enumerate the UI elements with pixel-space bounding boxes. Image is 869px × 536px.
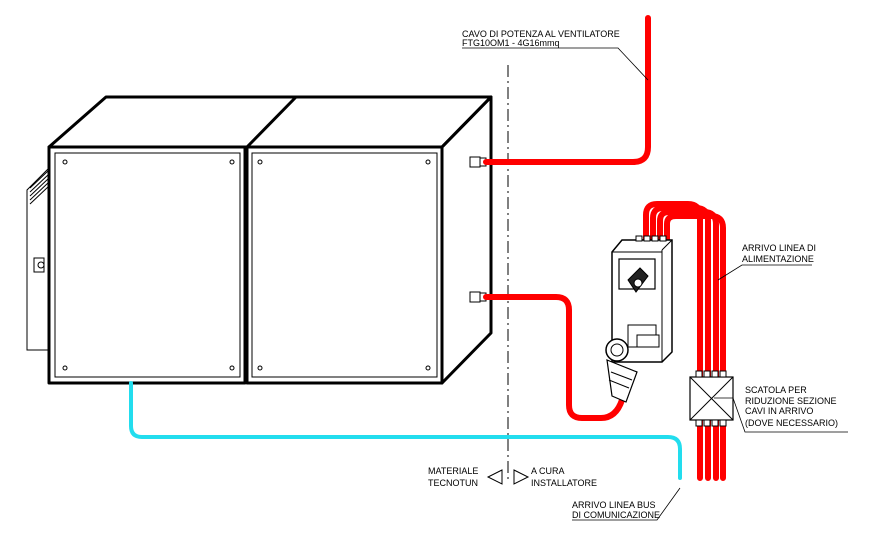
fan-power-cable [483,15,651,165]
door-lock-icon [33,257,45,273]
box-label-line1: SCATOLA PER [745,385,807,395]
switch-power-cable [483,294,625,421]
box-label-line3: CAVI IN ARRIVO [745,406,813,416]
bus-label-line1: ARRIVO LINEA BUS [572,500,656,510]
bus-label-line2: DI COMUNICAZIONE [572,510,660,520]
bus-leader [572,487,681,521]
electrical-cabinet [26,95,493,385]
material-label: MATERIALE TECNOTUN [428,466,478,488]
incoming-supply-cables [643,201,726,481]
reduction-junction-box [689,370,734,427]
supply-leader [717,264,812,281]
box-label-line2: RIDUZIONE SEZIONE [745,396,837,406]
arrow-left-icon [486,469,503,485]
door-screws [62,159,431,371]
material-label-line1: MATERIALE [428,466,478,476]
bus-label: ARRIVO LINEA BUS DI COMUNICAZIONE [572,500,660,520]
right-door-inner-frame [251,152,438,378]
power-cable-label: CAVO DI POTENZA AL VENTILATORE FTG10OM1 … [462,29,620,48]
supply-label-line1: ARRIVO LINEA DI [742,243,816,253]
arrow-right-icon [513,469,530,485]
power-cable-label-line1: CAVO DI POTENZA AL VENTILATORE [462,29,620,39]
material-label-line2: TECNOTUN [428,478,478,488]
cabinet-side-face [440,95,493,385]
cabinet-top-divider [245,95,298,149]
cooling-fins [26,166,50,351]
supply-label-line2: ALIMENTAZIONE [742,254,814,264]
supply-label: ARRIVO LINEA DI ALIMENTAZIONE [742,243,816,264]
box-label: SCATOLA PER RIDUZIONE SEZIONE CAVI IN AR… [745,385,838,428]
bus-communication-cable [129,381,682,480]
left-door-inner-frame [54,152,241,378]
cabinet-right-door [245,145,444,385]
box-leader [714,397,848,433]
installer-label-line1: A CURA [531,466,565,476]
power-cable-leader [462,47,649,81]
installer-label-line2: INSTALLATORE [531,478,597,488]
installer-label: A CURA INSTALLATORE [531,466,597,488]
box-label-line4: (DOVE NECESSARIO) [745,418,838,428]
power-cable-label-line2: FTG10OM1 - 4G16mmq [462,38,560,48]
disconnect-switch [605,235,673,403]
cabinet-left-door [47,145,247,385]
